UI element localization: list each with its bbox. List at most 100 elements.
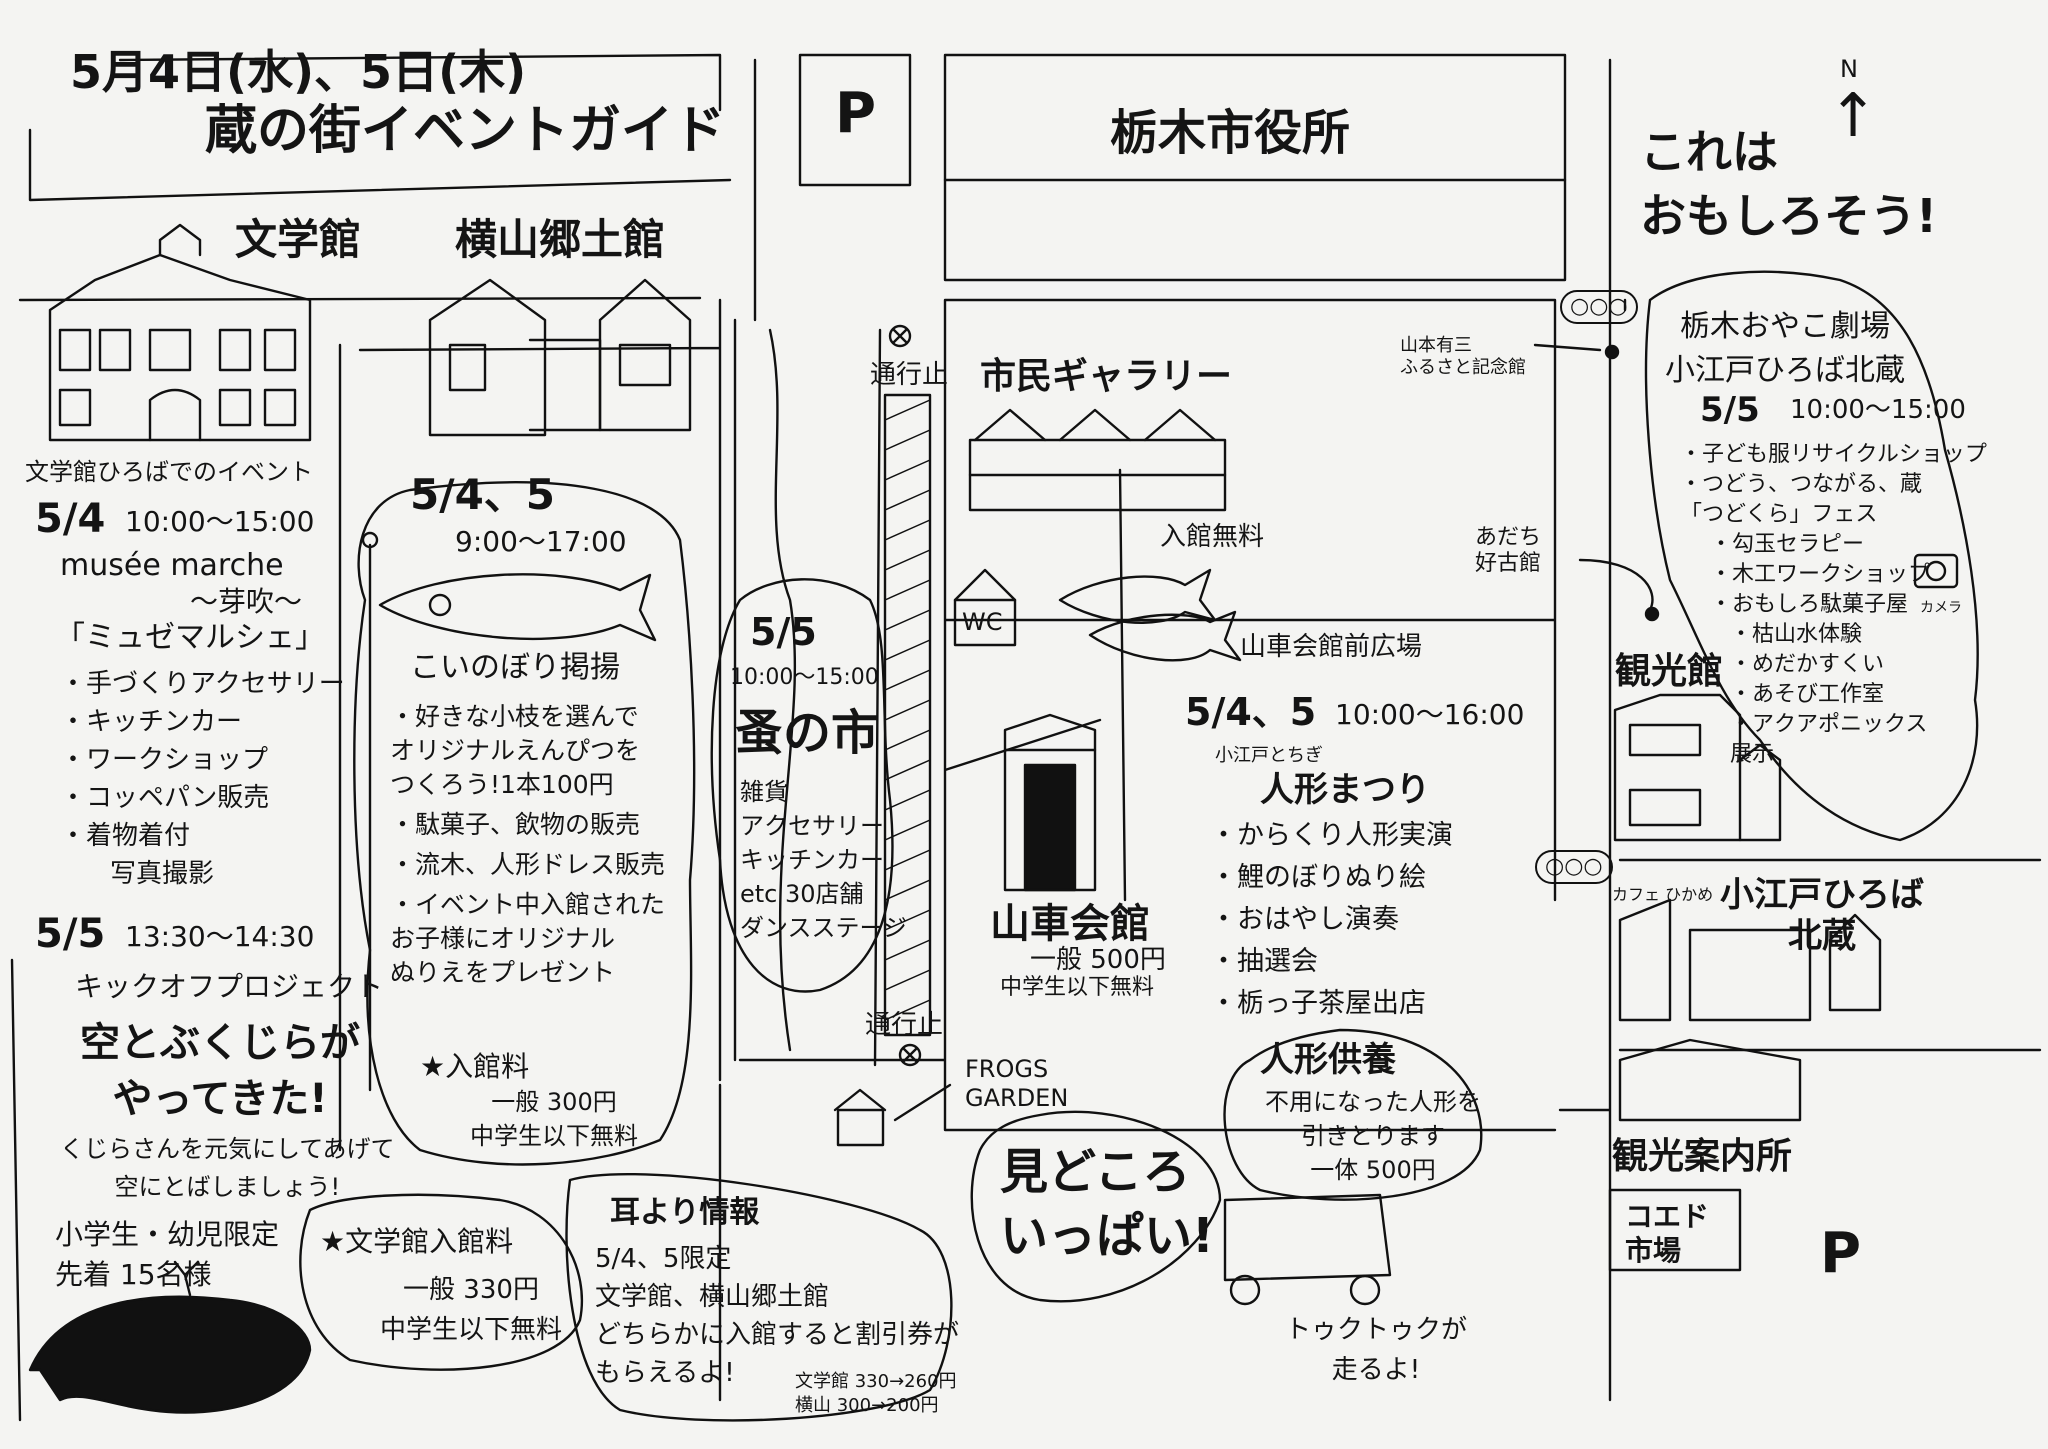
- koedo-market-box: [1608, 1188, 1742, 1272]
- nomi-date: 5/5: [750, 610, 817, 654]
- parking-top: P: [835, 81, 877, 146]
- frogs-arrow: [893, 1083, 952, 1122]
- yokoyama-event-date: 5/4、5: [410, 470, 556, 519]
- north-arrow-icon: ↑: [1828, 81, 1879, 151]
- yokoyama-fee: 一般 300円 中学生以下無料: [470, 1088, 638, 1150]
- bungakukan-label: 文学館: [235, 215, 362, 264]
- info-box-body: 5/4、5限定 文学館、横山郷土館 どちらかに入館すると割引券が もらえるよ!: [595, 1244, 960, 1388]
- adachi-arrow: [1578, 558, 1654, 612]
- list-item: ・流木、人形ドレス販売: [390, 850, 666, 879]
- no-entry-marker-2: [898, 1043, 922, 1067]
- adachi-museum-label: あだち 好古館: [1475, 525, 1542, 577]
- no-entry-marker-1: [888, 324, 912, 348]
- info-box-bubble: [565, 1172, 953, 1422]
- bungakukan-d2-title: 空とぶくじらが やってきた!: [80, 1020, 360, 1122]
- doll-memorial-title: 人形供養: [1260, 1040, 1396, 1080]
- doll-sub: 小江戸とちぎ: [1215, 745, 1323, 766]
- nomi-items: 雑貨 アクセサリー キッチンカー etc 30店舗 ダンスステージ: [740, 778, 908, 942]
- bus-stop-2: ○○○: [1535, 850, 1613, 885]
- list-item: 写真撮影: [110, 859, 215, 889]
- doll-memorial-desc: 不用になった人形を 引きとります 一体 500円: [1265, 1088, 1481, 1184]
- bungakukan-d1-sub: 〜芽吹〜: [190, 585, 303, 618]
- doll-items: ・からくり人形実演 ・鯉のぼりぬり絵 ・おはやし演奏 ・抽選会 ・栃っ子茶屋出店: [1210, 815, 1453, 1025]
- yokoyama-label: 横山郷土館: [455, 215, 666, 264]
- list-item: ・めだかすくい: [1730, 652, 1885, 677]
- bungakukan-d1-name-jp: 「ミュゼマルシェ」: [55, 620, 325, 655]
- list-item: ・勾玉セラピー: [1710, 532, 1865, 557]
- list-item: ・木工ワークショップ: [1710, 562, 1931, 587]
- list-item: ・ワークショップ: [60, 745, 269, 775]
- bungakukan-d1-time: 10:00〜15:00: [125, 505, 315, 538]
- dashi-kaikan-label: 山車会館: [990, 901, 1150, 947]
- list-item: ・栃っ子茶屋出店: [1210, 988, 1426, 1019]
- bungakukan-d2-limit: 小学生・幼児限定 先着 15名様: [55, 1218, 280, 1291]
- wc-label: WC: [962, 608, 1003, 636]
- canal: [733, 318, 882, 1067]
- bungakukan-d2-desc: くじらさんを元気にしてあげて 空にとばしましょう!: [60, 1135, 395, 1201]
- list-item: ・鯉のぼりぬり絵: [1210, 862, 1426, 893]
- info-box-title: 耳より情報: [610, 1195, 760, 1230]
- bungakukan-d1-items: ・手づくりアクセサリー ・キッチンカー ・ワークショップ ・コッペパン販売 ・着…: [60, 665, 345, 893]
- bungakukan-fee-bubble: [299, 1193, 584, 1371]
- carp-streamer-gallery: [1058, 568, 1242, 662]
- yamamoto-museum-label: 山本有三 ふるさと記念館: [1400, 335, 1526, 378]
- list-item: ・好きな小枝を選んで オリジナルえんぴつを つくろう!1本100円: [390, 702, 641, 799]
- gallery-building: [968, 408, 1227, 512]
- frogs-house: [833, 1088, 887, 1147]
- dashi-kaikan-building: [1003, 713, 1097, 892]
- bungakukan-d2-name: キックオフプロジェクト: [75, 970, 384, 1003]
- info-center-label: 観光案内所: [1612, 1136, 1793, 1177]
- yokoyama-event-items: ・好きな小枝を選んで オリジナルえんぴつを つくろう!1本100円 ・駄菓子、飲…: [390, 700, 665, 990]
- kitagura-bubble: [1644, 270, 1979, 842]
- info-center-building: [1618, 1038, 1802, 1122]
- highlights-bubble: [970, 1110, 1222, 1303]
- bungakukan-d2-time: 13:30〜14:30: [125, 920, 315, 953]
- bungakukan-fee: 一般 330円 中学生以下無料: [380, 1275, 563, 1345]
- tuktuk-label: トゥクトゥクが 走るよ!: [1285, 1315, 1468, 1385]
- kitagura-date: 5/5: [1700, 390, 1760, 430]
- camera-label: カメラ: [1920, 600, 1962, 616]
- cafe-label: カフェ ひかめ: [1612, 885, 1714, 904]
- dashi-plaza-label: 山車会館前広場: [1240, 632, 1423, 662]
- list-item: ・おもしろ駄菓子屋: [1710, 592, 1909, 617]
- tuktuk-drawing: [1223, 1193, 1392, 1306]
- yokoyama-event-bubble: [353, 481, 696, 1166]
- carp-streamer-yokoyama: [361, 531, 657, 1092]
- kitagura-items: ・子ども服リサイクルショップ ・つどう、つながる、蔵 「つどくら」フェス ・勾玉…: [1680, 440, 1987, 770]
- list-item: ・抽選会: [1210, 946, 1318, 977]
- yamamoto-arrow: [1533, 343, 1602, 352]
- yokoyama-event-time: 9:00〜17:00: [455, 525, 627, 558]
- list-item: ・つどう、つながる、蔵 「つどくら」フェス: [1680, 472, 1923, 527]
- no-entry-label-2: 通行止: [865, 1010, 944, 1040]
- kitagura-intro: これは おもしろそう!: [1640, 125, 1937, 243]
- list-item: ・コッペパン販売: [60, 783, 270, 813]
- list-item: ・子ども服リサイクルショップ: [1680, 442, 1987, 467]
- list-item: ・枯山水体験: [1730, 622, 1863, 647]
- yokoyama-building: [428, 278, 692, 437]
- bungakukan-fee-title: ★文学館入館料: [320, 1225, 514, 1258]
- wc-building: [953, 568, 1017, 647]
- north-letter: N: [1840, 55, 1858, 83]
- bus-stop-1: ○○○: [1560, 290, 1638, 325]
- doll-time: 10:00〜16:00: [1335, 698, 1525, 731]
- parking-top-box: [798, 53, 912, 187]
- kitagura-building: [1618, 898, 1882, 1022]
- bungakukan-d1-name-en: musée marche: [60, 548, 284, 583]
- list-item: ・キッチンカー: [60, 707, 243, 737]
- list-item: ・からくり人形実演: [1210, 820, 1453, 851]
- koedo-market-label: コエド 市場: [1625, 1200, 1710, 1267]
- bungakukan-d2-date: 5/5: [35, 911, 106, 957]
- whale-drawing: [28, 1260, 312, 1414]
- doll-memorial-bubble: [1223, 1028, 1483, 1201]
- kankokan-label: 観光館: [1615, 651, 1724, 692]
- city-hall-label: 栃木市役所: [1110, 105, 1351, 161]
- frogs-garden-label: FROGS GARDEN: [965, 1055, 1069, 1112]
- list-item: ・イベント中入館された お子様にオリジナル ぬりえをプレゼント: [390, 890, 666, 987]
- no-entry-label-1: 通行止: [870, 360, 949, 390]
- list-item: ・あそび工作室: [1730, 682, 1885, 707]
- bungakukan-building: [48, 223, 312, 442]
- dashi-free: 中学生以下無料: [1000, 975, 1155, 1000]
- header-dates: 5月4日(水)、5日(木): [70, 45, 527, 99]
- yokoyama-event-name: こいのぼり掲揚: [410, 650, 620, 685]
